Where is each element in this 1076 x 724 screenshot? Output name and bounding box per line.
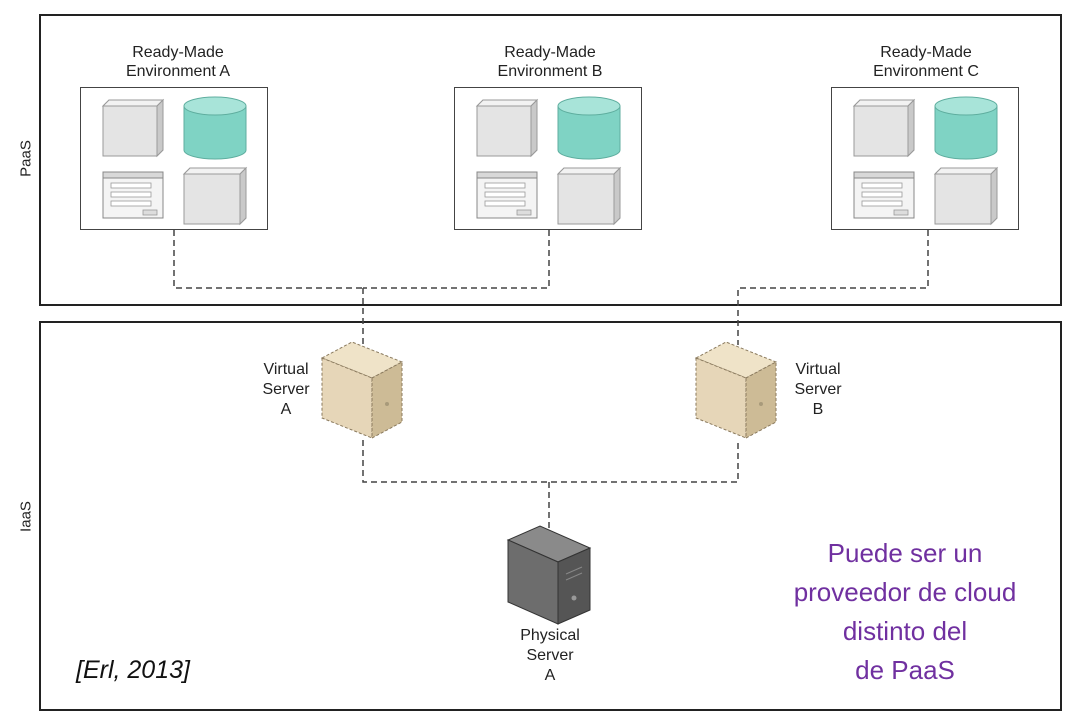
physical-server-label-line3: A — [544, 667, 556, 684]
environment-c-title-line1: Ready-Made — [880, 44, 972, 61]
environment-a-title-line1: Ready-Made — [132, 44, 224, 61]
virtual-server-b-label-line1: Virtual — [795, 361, 841, 378]
database-icon — [557, 96, 621, 160]
environment-c-title: Ready-Made Environment C — [826, 43, 1026, 81]
environment-a-title-line2: Environment A — [125, 63, 231, 80]
cube-icon — [556, 166, 622, 226]
virtual-server-a-label-line3: A — [280, 401, 292, 418]
virtual-server-a-label-line1: Virtual — [263, 361, 309, 378]
connector-env-c — [737, 230, 929, 345]
virtual-server-b-icon — [694, 341, 778, 439]
iaas-layer — [39, 321, 1062, 711]
environment-c-box — [831, 87, 1019, 230]
cube-icon — [933, 166, 999, 226]
provider-note-line2: proveedor de cloud — [793, 577, 1017, 607]
physical-server-label-line2: Server — [526, 647, 574, 664]
physical-server-label-line1: Physical — [520, 627, 580, 644]
environment-b-title: Ready-Made Environment B — [450, 43, 650, 81]
provider-note: Puede ser un proveedor de cloud distinto… — [760, 534, 1050, 690]
connector-env-a — [173, 230, 363, 289]
virtual-server-b-label-line3: B — [812, 401, 824, 418]
window-form-icon — [476, 171, 538, 219]
environment-b-box — [454, 87, 642, 230]
window-form-icon — [853, 171, 915, 219]
cube-icon — [101, 98, 165, 158]
window-form-icon — [102, 171, 164, 219]
environment-b-title-line2: Environment B — [497, 63, 603, 80]
provider-note-line4: de PaaS — [855, 655, 955, 685]
virtual-server-a-label-line2: Server — [262, 381, 310, 398]
citation: [Erl, 2013] — [76, 656, 190, 684]
environment-a-title: Ready-Made Environment A — [78, 43, 278, 81]
provider-note-line3: distinto del — [842, 616, 968, 646]
cube-icon — [182, 166, 248, 226]
physical-server-label: Physical Server A — [490, 626, 610, 686]
database-icon — [934, 96, 998, 160]
connector-virtual-servers — [362, 440, 739, 483]
database-icon — [183, 96, 247, 160]
cube-icon — [852, 98, 916, 158]
environment-a-box — [80, 87, 268, 230]
provider-note-line1: Puede ser un — [827, 538, 983, 568]
virtual-server-a-icon — [320, 341, 404, 439]
virtual-server-a-label: Virtual Server A — [226, 360, 346, 420]
environment-b-title-line1: Ready-Made — [504, 44, 596, 61]
physical-server-icon — [506, 525, 592, 625]
connector-env-b — [363, 230, 550, 289]
environment-a-components — [101, 96, 248, 226]
environment-b-components — [475, 96, 622, 226]
environment-c-title-line2: Environment C — [873, 63, 979, 80]
virtual-server-b-label-line2: Server — [794, 381, 842, 398]
cube-icon — [475, 98, 539, 158]
virtual-server-b-label: Virtual Server B — [758, 360, 878, 420]
environment-c-components — [852, 96, 999, 226]
